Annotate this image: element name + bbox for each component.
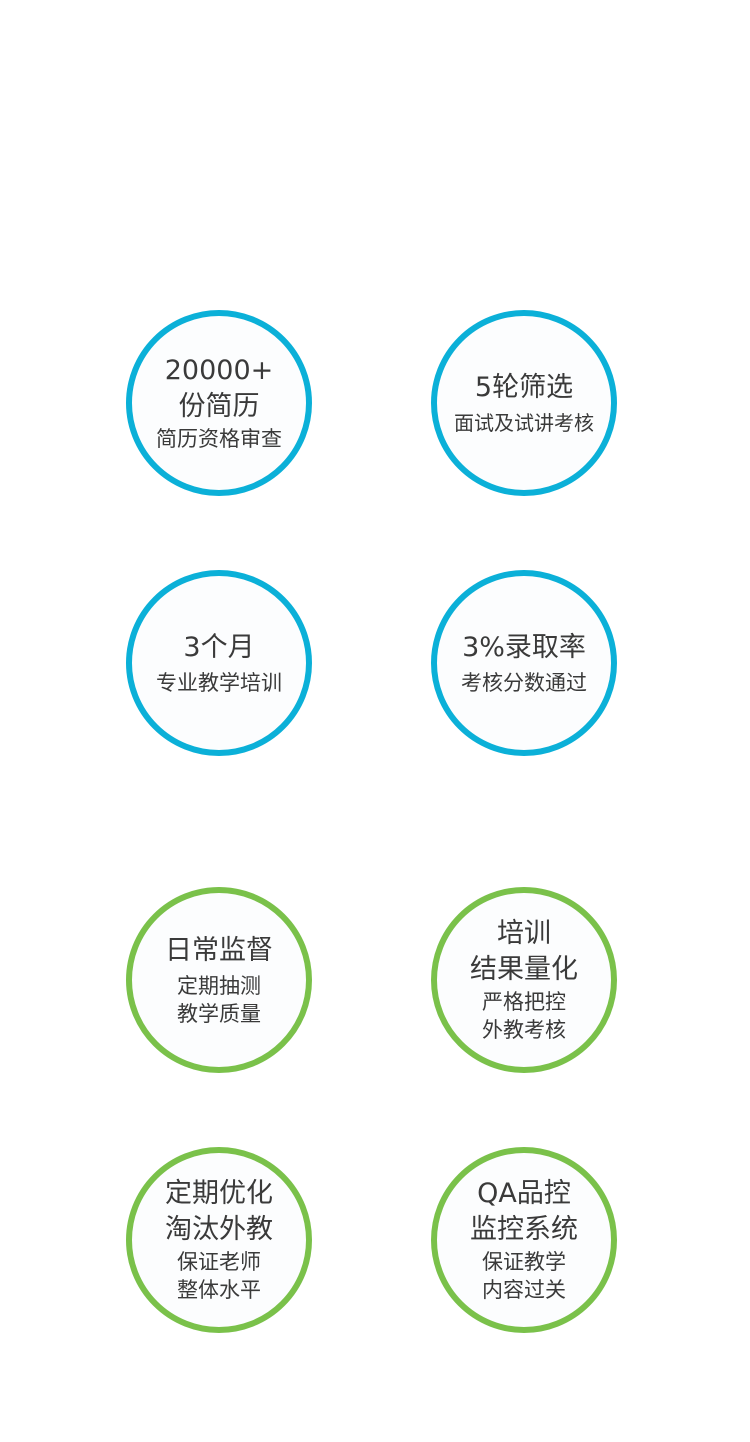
circle-subtitle: 考核分数通过 bbox=[461, 670, 587, 695]
circle-subtitle: 内容过关 bbox=[482, 1278, 566, 1302]
circle-subtitle: 严格把控 bbox=[482, 990, 566, 1014]
circle-subtitle: 保证教学 bbox=[482, 1250, 566, 1274]
circle-title: 结果量化 bbox=[470, 954, 578, 985]
circle-title: 培训 bbox=[497, 918, 551, 949]
stat-circle-screening: 5轮筛选 面试及试讲考核 bbox=[431, 310, 617, 496]
circle-title: 定期优化 bbox=[165, 1178, 273, 1209]
quality-circle-daily-supervision: 日常监督 定期抽测 教学质量 bbox=[126, 887, 312, 1073]
circle-title: 淘汰外教 bbox=[165, 1214, 273, 1245]
stat-circle-training: 3个月 专业教学培训 bbox=[126, 570, 312, 756]
quality-circle-training-results: 培训 结果量化 严格把控 外教考核 bbox=[431, 887, 617, 1073]
circle-title: 20000+ bbox=[164, 355, 274, 386]
circle-title: 3%录取率 bbox=[462, 631, 586, 663]
circle-subtitle: 简历资格审查 bbox=[156, 427, 282, 451]
circle-title: 日常监督 bbox=[165, 934, 273, 966]
stat-circle-acceptance-rate: 3%录取率 考核分数通过 bbox=[431, 570, 617, 756]
circle-subtitle: 保证老师 bbox=[177, 1250, 261, 1274]
circle-subtitle: 面试及试讲考核 bbox=[454, 410, 594, 435]
circle-title: 份简历 bbox=[178, 391, 260, 422]
circle-subtitle: 教学质量 bbox=[177, 1001, 261, 1026]
stat-circle-resumes: 20000+ 份简历 简历资格审查 bbox=[126, 310, 312, 496]
circle-subtitle: 整体水平 bbox=[177, 1278, 261, 1302]
quality-circle-periodic-optimization: 定期优化 淘汰外教 保证老师 整体水平 bbox=[126, 1147, 312, 1333]
circle-title: 3个月 bbox=[183, 631, 255, 663]
circle-subtitle: 专业教学培训 bbox=[156, 670, 282, 695]
circle-subtitle: 外教考核 bbox=[482, 1018, 566, 1042]
circle-subtitle: 定期抽测 bbox=[177, 973, 261, 998]
circle-title: QA品控 bbox=[477, 1178, 571, 1209]
circle-title: 监控系统 bbox=[470, 1214, 578, 1245]
circle-title: 5轮筛选 bbox=[474, 371, 574, 403]
quality-circle-qa-system: QA品控 监控系统 保证教学 内容过关 bbox=[431, 1147, 617, 1333]
